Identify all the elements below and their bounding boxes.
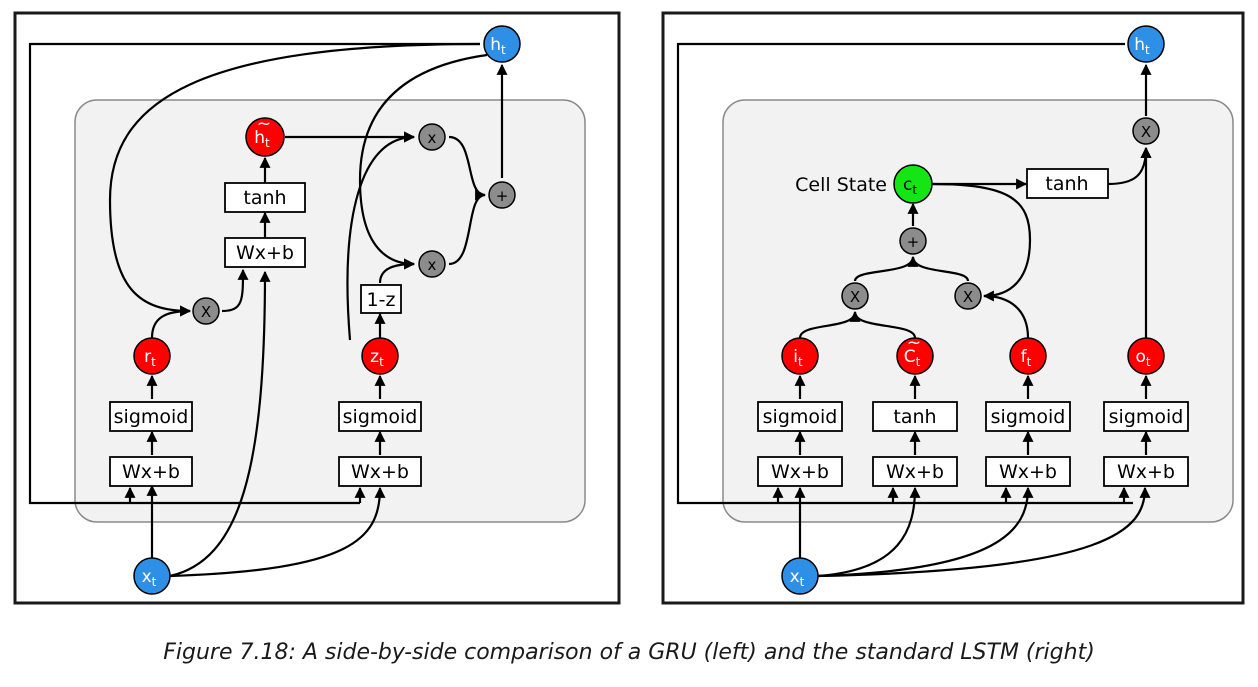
lstm-input-sigmoid-label: sigmoid	[763, 406, 838, 428]
gru-update-gate-node: zt	[361, 337, 399, 375]
gru-reset-multiply-symbol: X	[201, 303, 211, 321]
lstm-candidate-tanh-box: tanh	[872, 401, 958, 432]
gru-one-minus-z-label: 1-z	[367, 289, 396, 311]
lstm-cell-tanh-label: tanh	[1045, 173, 1088, 195]
lstm-forget-linear-label: Wx+b	[999, 461, 1057, 483]
svg-text:it: it	[793, 347, 803, 369]
lstm-input-linear-box: Wx+b	[757, 456, 843, 487]
lstm-forget-multiply-operator: X	[954, 282, 982, 310]
gru-reset-linear-label: Wx+b	[122, 461, 180, 483]
svg-text:ft: ft	[1021, 347, 1032, 369]
gru-reset-sigmoid-label: sigmoid	[114, 406, 189, 428]
lstm-output-linear-label: Wx+b	[1117, 461, 1175, 483]
lstm-cell-tanh-box: tanh	[1026, 168, 1109, 199]
svg-text:xt: xt	[142, 567, 157, 589]
lstm-input-multiply-symbol: X	[850, 288, 860, 306]
lstm-forget-linear-box: Wx+b	[985, 456, 1071, 487]
gru-hidden-output-node: ht	[483, 25, 521, 63]
gru-tanh-label: tanh	[243, 187, 286, 209]
gru-tanh-box: tanh	[224, 182, 306, 213]
lstm-input-node: xt	[781, 557, 819, 595]
lstm-output-multiply-operator: X	[1132, 117, 1160, 145]
gru-update-sigmoid-box: sigmoid	[338, 401, 422, 432]
gru-add-operator: +	[488, 181, 516, 209]
gru-cell-panel	[74, 99, 586, 523]
gru-reset-multiply-operator: X	[192, 297, 220, 325]
gru-diagram: tanh Wx+b sigmoid Wx+b sigmoid Wx+b 1-z	[13, 11, 621, 605]
cell-state-label: Cell State	[795, 174, 887, 196]
lstm-forget-sigmoid-box: sigmoid	[985, 401, 1071, 432]
gru-lower-multiply-operator: x	[418, 250, 446, 278]
lstm-candidate-linear-box: Wx+b	[872, 456, 958, 487]
gru-reset-gate-node: rt	[133, 337, 171, 375]
lstm-input-sigmoid-box: sigmoid	[757, 401, 843, 432]
gru-update-sigmoid-label: sigmoid	[343, 406, 418, 428]
lstm-cell-state-node: ct	[893, 164, 933, 204]
svg-text:rt: rt	[144, 347, 156, 369]
lstm-diagram: sigmoid tanh sigmoid sigmoid Wx+b Wx+b W…	[661, 11, 1245, 605]
lstm-candidate-cell-node: ~ Ct	[896, 333, 934, 375]
svg-text:ht: ht	[254, 128, 270, 150]
lstm-output-sigmoid-box: sigmoid	[1103, 401, 1189, 432]
lstm-forget-multiply-symbol: X	[963, 288, 973, 306]
lstm-input-multiply-operator: X	[841, 282, 869, 310]
gru-update-linear-label: Wx+b	[351, 461, 409, 483]
gru-upper-multiply-operator: x	[418, 123, 446, 151]
svg-text:~: ~	[257, 114, 271, 134]
lstm-wires	[676, 42, 1152, 578]
figure-caption: Figure 7.18: A side-by-side comparison o…	[163, 640, 1095, 665]
svg-text:xt: xt	[790, 567, 805, 589]
svg-text:Ct: Ct	[904, 347, 921, 369]
svg-text:zt: zt	[370, 347, 384, 369]
lstm-candidate-tanh-label: tanh	[893, 406, 936, 428]
lstm-output-gate-node: ot	[1127, 337, 1165, 375]
gru-candidate-hidden-node: ~ ht	[245, 114, 285, 157]
gru-upper-multiply-symbol: x	[428, 129, 437, 147]
gru-reset-sigmoid-box: sigmoid	[109, 401, 193, 432]
gru-one-minus-z-box: 1-z	[360, 284, 402, 314]
svg-text:ht: ht	[1134, 35, 1150, 57]
svg-text:ct: ct	[903, 175, 917, 197]
lstm-input-gate-node: it	[781, 337, 819, 375]
gru-input-node: xt	[133, 557, 171, 595]
gru-update-linear-box: Wx+b	[338, 456, 422, 487]
lstm-add-symbol: +	[907, 233, 920, 251]
lstm-output-multiply-symbol: X	[1141, 123, 1151, 141]
gru-reset-linear-box: Wx+b	[109, 456, 193, 487]
gru-candidate-linear-label: Wx+b	[236, 242, 294, 264]
lstm-forget-gate-node: ft	[1009, 337, 1047, 375]
lstm-candidate-linear-label: Wx+b	[886, 461, 944, 483]
svg-text:ht: ht	[490, 35, 506, 57]
svg-text:~: ~	[907, 333, 921, 353]
gru-lower-multiply-symbol: x	[428, 256, 437, 274]
lstm-output-linear-box: Wx+b	[1103, 456, 1189, 487]
svg-text:ot: ot	[1135, 347, 1150, 369]
lstm-input-linear-label: Wx+b	[771, 461, 829, 483]
gru-add-symbol: +	[496, 187, 509, 205]
lstm-hidden-output-node: ht	[1127, 25, 1165, 63]
lstm-output-sigmoid-label: sigmoid	[1109, 406, 1184, 428]
gru-wires	[28, 42, 508, 578]
gru-candidate-linear-box: Wx+b	[224, 237, 306, 268]
lstm-add-operator: +	[899, 227, 927, 255]
lstm-forget-sigmoid-label: sigmoid	[991, 406, 1066, 428]
